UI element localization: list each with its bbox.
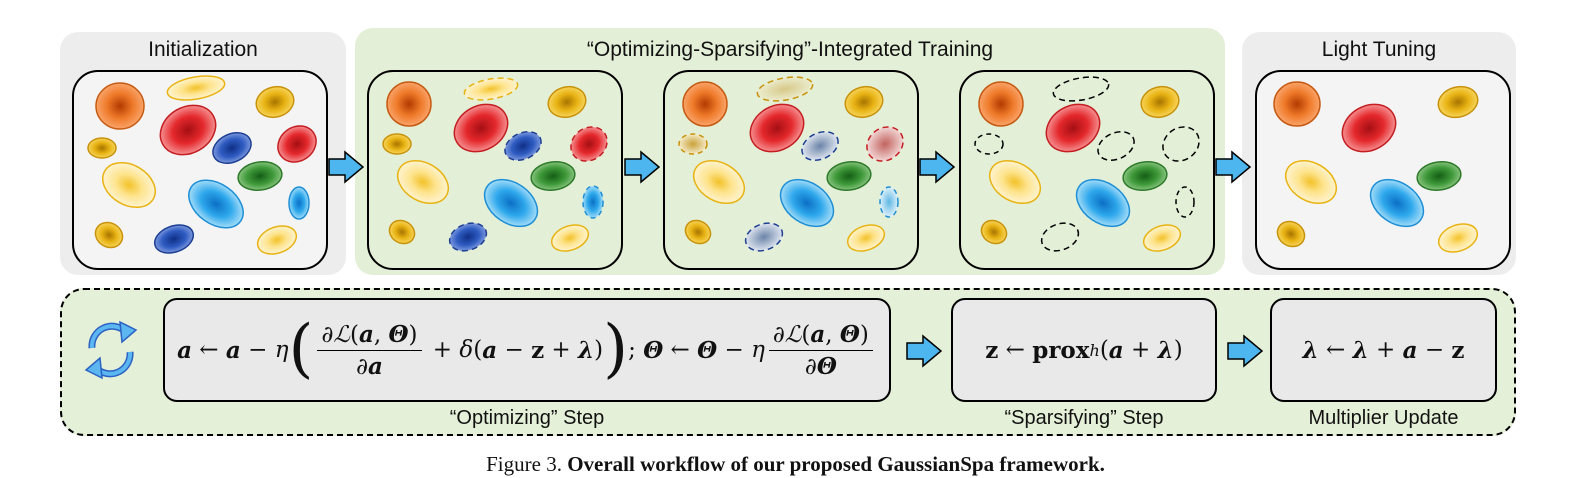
figure-caption: Figure 3. Overall workflow of our propos… bbox=[0, 452, 1591, 477]
right-arrow-icon bbox=[1215, 150, 1252, 184]
training-gaussians-box-2 bbox=[663, 70, 919, 270]
multiplier-update-equation: λ ← λ + a − z bbox=[1270, 298, 1497, 402]
light-tuning-title: Light Tuning bbox=[1321, 38, 1437, 61]
right-arrow-icon bbox=[1227, 334, 1264, 368]
initialization-title: Initialization bbox=[148, 38, 258, 61]
initialization-gaussians-box bbox=[72, 70, 328, 270]
gaussian-ellipses bbox=[382, 77, 608, 252]
training-gaussians-box-1 bbox=[367, 70, 623, 270]
light-tuning-gaussians-box bbox=[1255, 70, 1511, 270]
gaussian-ellipses bbox=[974, 76, 1200, 252]
multiplier-update-label: Multiplier Update bbox=[1308, 407, 1459, 429]
right-arrow-icon bbox=[624, 150, 661, 184]
gaussian-ellipses bbox=[87, 75, 317, 255]
optimizing-step-equation: a ← a − η ( ∂ℒ(a, Θ)∂a + δ(a − z + λ) ) … bbox=[163, 298, 891, 402]
right-arrow-icon bbox=[328, 150, 365, 184]
right-arrow-icon bbox=[919, 150, 956, 184]
training-gaussians-box-3 bbox=[959, 70, 1215, 270]
caption-title: Overall workflow of our proposed Gaussia… bbox=[567, 452, 1105, 476]
gaussian-ellipses bbox=[1273, 81, 1479, 253]
right-arrow-icon bbox=[906, 334, 943, 368]
cycle-icon bbox=[84, 320, 138, 380]
sparsifying-step-label: “Sparsifying” Step bbox=[1004, 407, 1164, 429]
optimizing-step-label: “Optimizing” Step bbox=[449, 407, 605, 429]
gaussian-ellipses bbox=[678, 76, 904, 252]
caption-prefix: Figure 3. bbox=[486, 452, 568, 476]
training-title: “Optimizing-Sparsifying”-Integrated Trai… bbox=[586, 38, 994, 61]
